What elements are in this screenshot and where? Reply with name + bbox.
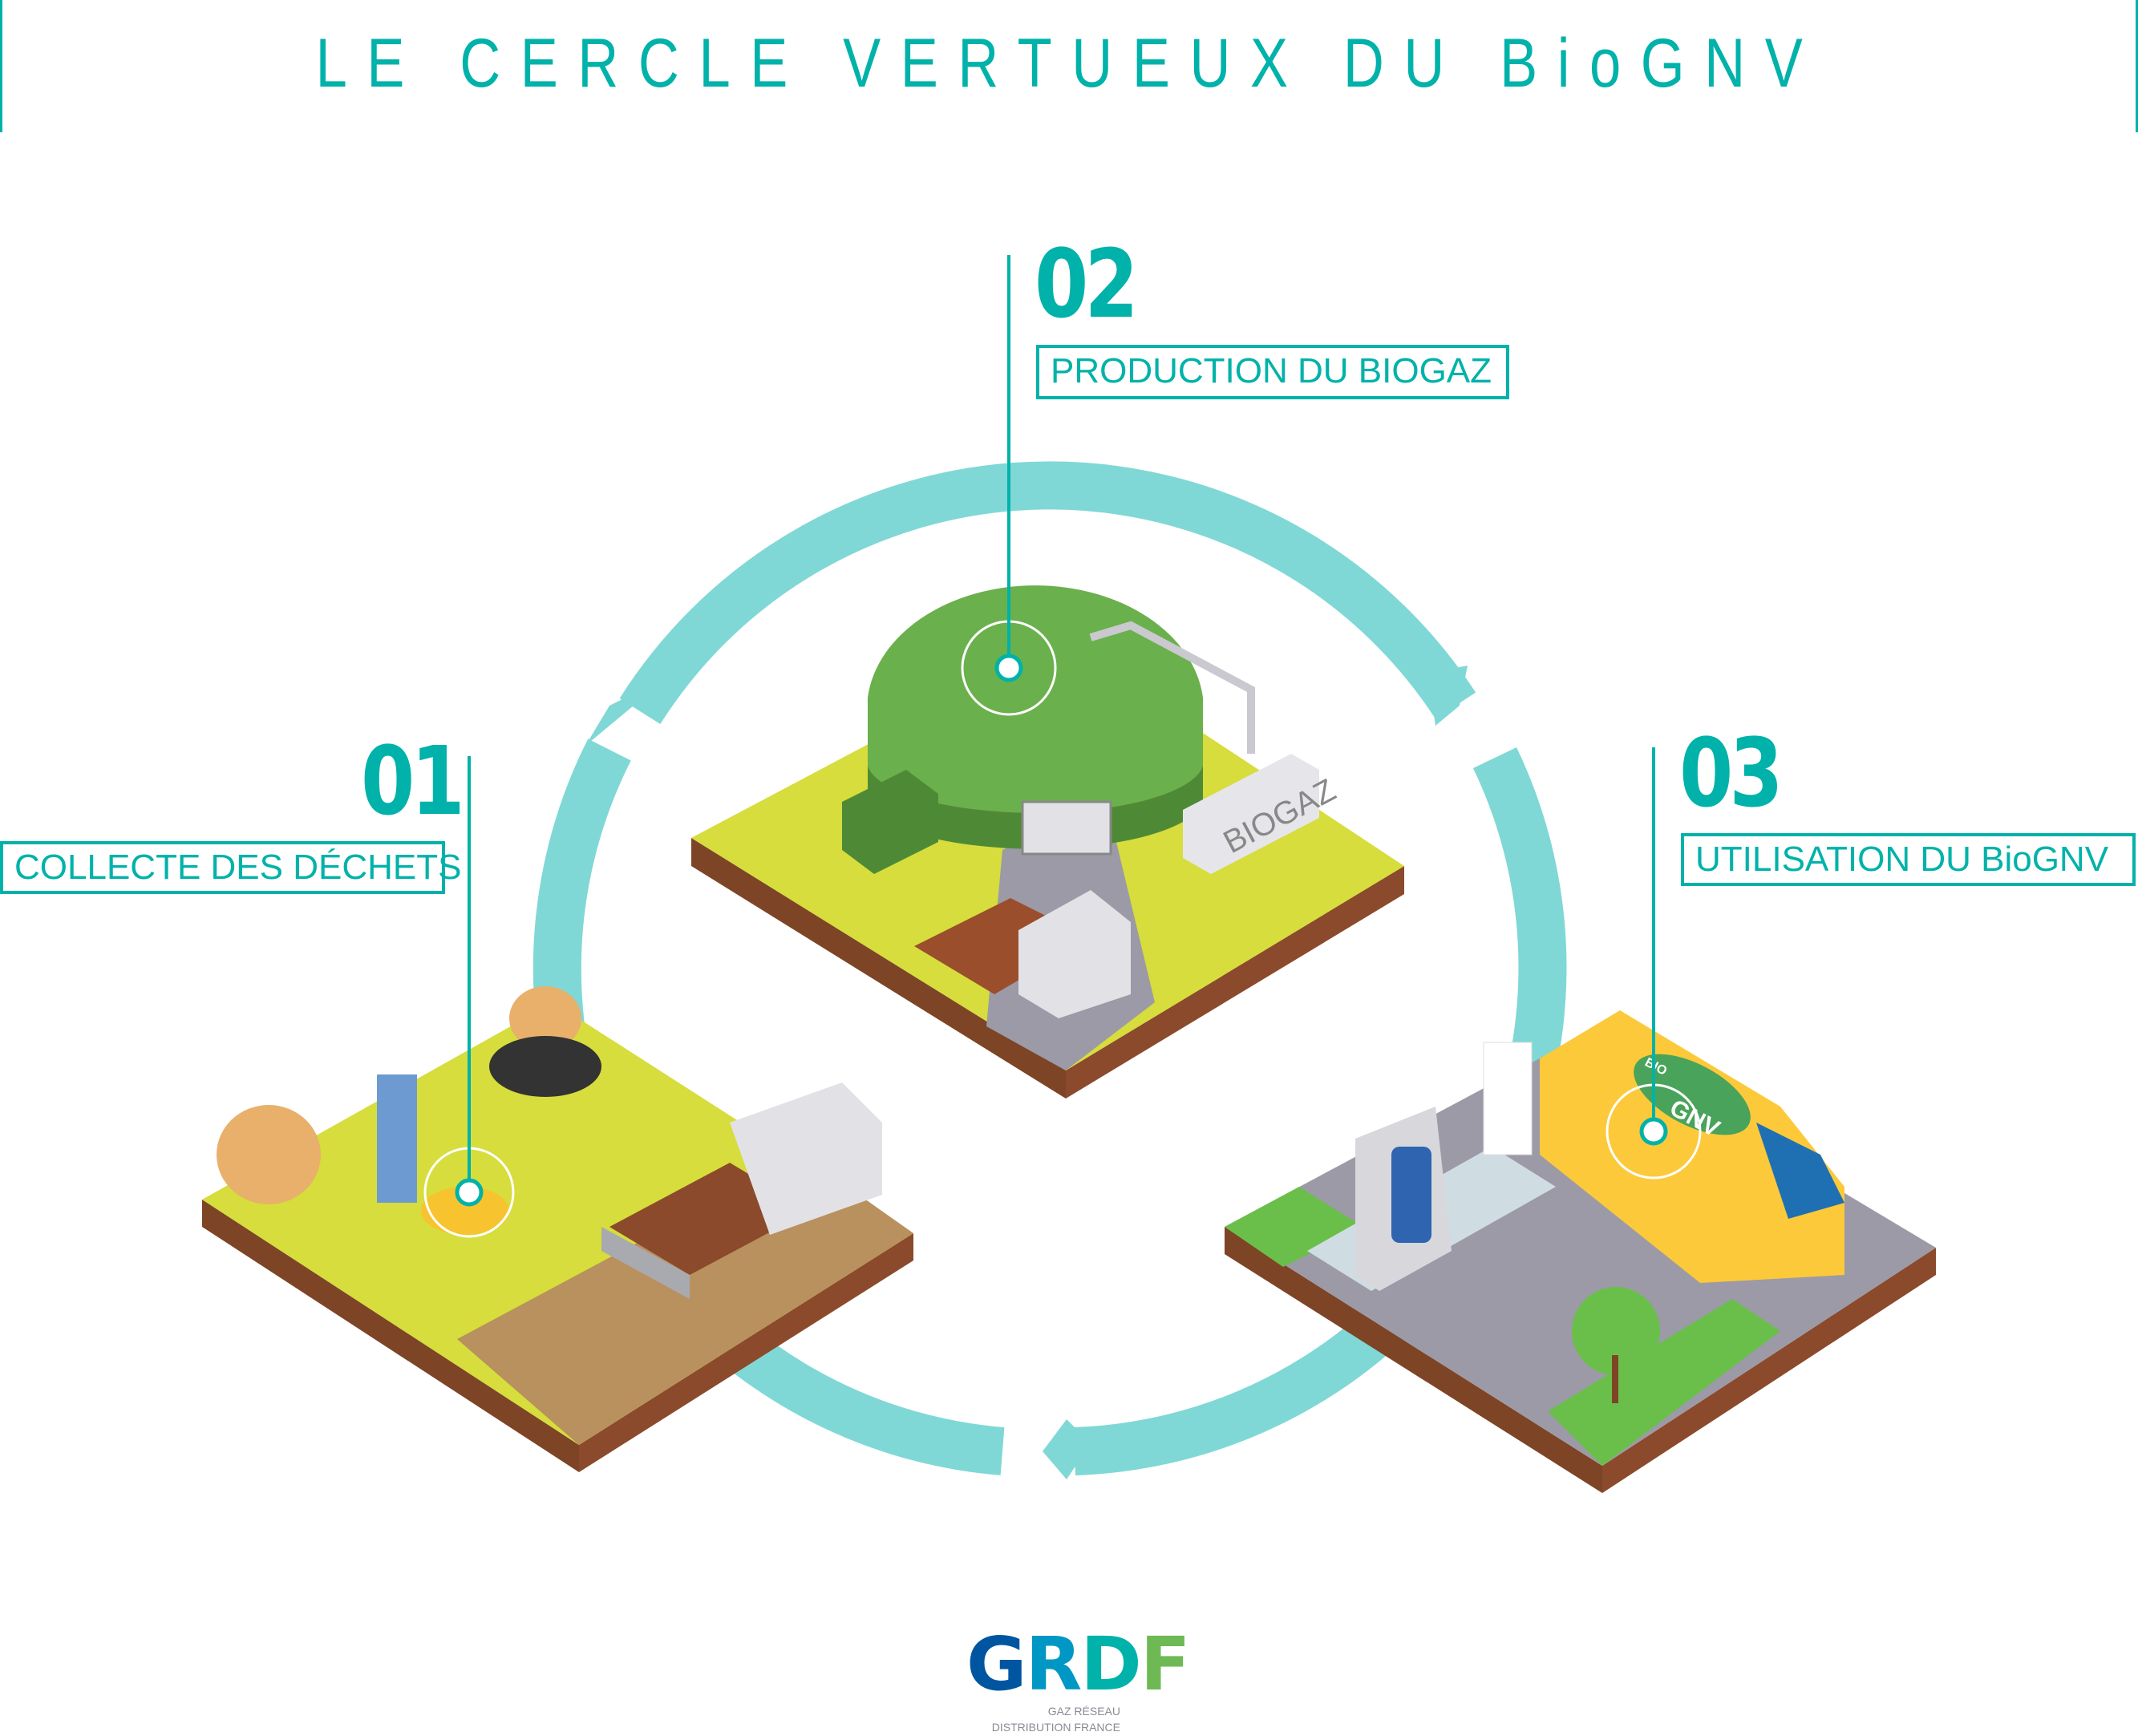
step-01-number: 01 bbox=[361, 726, 465, 836]
arrowhead bbox=[1427, 666, 1468, 726]
step-03-number: 03 bbox=[1679, 718, 1784, 828]
grdf-logo-mark: GRDF bbox=[966, 1621, 1191, 1707]
logo-line-1: GAZ RÉSEAU bbox=[1047, 1705, 1120, 1718]
step-02-number: 02 bbox=[1035, 229, 1139, 339]
arrowhead bbox=[585, 690, 642, 746]
step-02-leader-line bbox=[1007, 255, 1010, 656]
tile-production: BIOGAZ bbox=[691, 585, 1404, 1099]
tile-utilisation: BIO GNV bbox=[1225, 1010, 1936, 1493]
logo-line-2: DISTRIBUTION FRANCE bbox=[991, 1721, 1120, 1734]
step-03-leader-line bbox=[1652, 747, 1655, 1120]
ring-arrowheads bbox=[585, 666, 1468, 1479]
left-border-line bbox=[0, 0, 2, 132]
grdf-logo: GRDF GAZ RÉSEAU DISTRIBUTION FRANCE bbox=[966, 1621, 1191, 1736]
step-03-label: UTILISATION DU BioGNV bbox=[1681, 833, 2136, 886]
step-02-label: PRODUCTION DU BIOGAZ bbox=[1036, 345, 1509, 399]
step-01-label: COLLECTE DES DÉCHETS bbox=[0, 841, 461, 894]
ring-arrow-1-to-2 bbox=[619, 461, 1476, 725]
arrowhead bbox=[1043, 1419, 1091, 1479]
page-title: LE CERCLE VERTUEUX DU BioGNV bbox=[315, 25, 1823, 102]
step-01-leader-line bbox=[468, 756, 471, 1181]
tile-collecte bbox=[202, 986, 913, 1472]
right-border-line bbox=[2136, 0, 2138, 132]
